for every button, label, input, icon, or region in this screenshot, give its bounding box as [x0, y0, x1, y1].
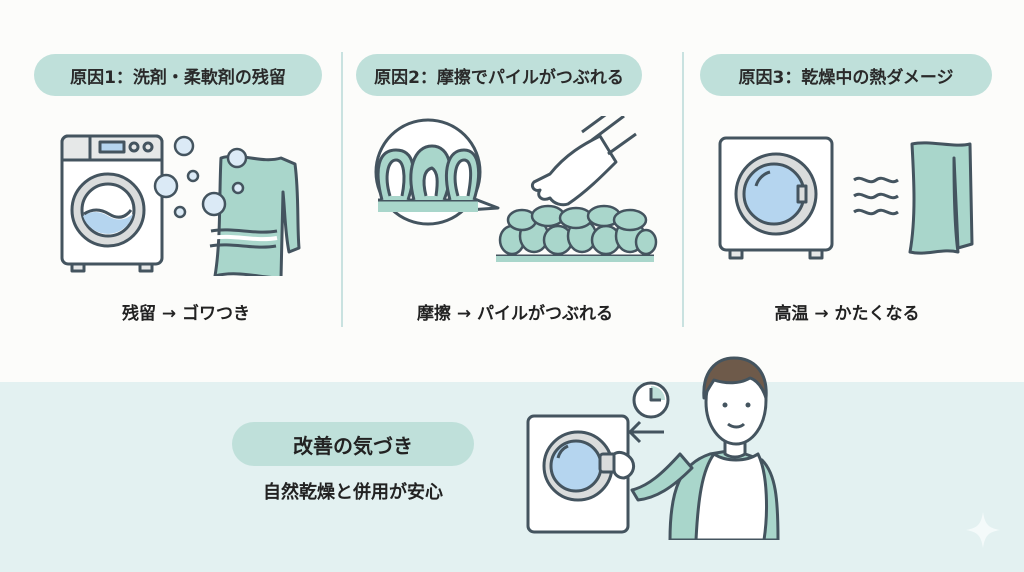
cause-2-title: 原因2：摩擦でパイルがつぶれる — [356, 54, 642, 96]
cause-3-caption: 高温 → かたくなる — [774, 304, 920, 324]
column-divider-1 — [341, 52, 343, 327]
cause-3-title: 原因3：乾燥中の熱ダメージ — [700, 54, 992, 96]
insight-text: 自然乾燥と併用が安心 — [263, 482, 443, 503]
pile-friction-illustration — [374, 116, 658, 262]
man-using-dryer-illustration — [526, 356, 780, 540]
insight-section — [0, 382, 1024, 572]
cause-2-caption: 摩擦 → パイルがつぶれる — [416, 304, 614, 324]
arrow-left-icon — [628, 420, 664, 444]
dryer-heat-towel-illustration — [718, 136, 974, 260]
insight-title: 改善の気づき — [232, 422, 474, 466]
cause-1-title: 原因1：洗剤・柔軟剤の残留 — [34, 54, 322, 96]
column-divider-2 — [682, 52, 684, 327]
washing-machine-bubbles-towel-illustration — [60, 134, 301, 276]
sparkle-icon — [966, 512, 1000, 548]
cause-1-caption: 残留 → ゴワつき — [121, 304, 251, 324]
